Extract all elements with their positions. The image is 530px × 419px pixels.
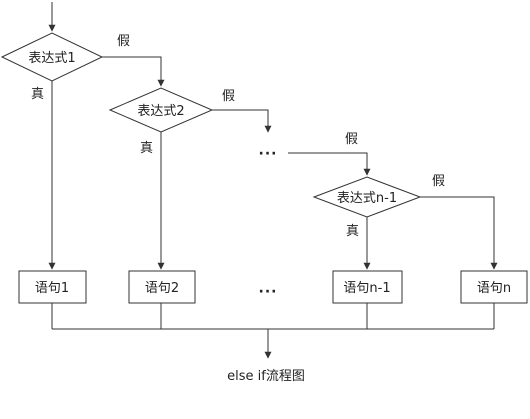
edge-label-true2: 真 bbox=[140, 141, 153, 156]
edge-label-falsen1: 假 bbox=[432, 174, 445, 189]
edge-continue bbox=[288, 152, 371, 176]
ellipsis-mid: ··· bbox=[259, 284, 278, 300]
diagram-caption: else if流程图 bbox=[227, 369, 305, 384]
stmt2-box bbox=[128, 270, 196, 304]
edge-label-false2: 假 bbox=[222, 89, 235, 104]
edge-label-false1: 假 bbox=[117, 34, 130, 49]
edge-false2 bbox=[212, 109, 272, 133]
stmt1-label: 语句1 bbox=[35, 281, 69, 296]
ellipsis-top: ··· bbox=[259, 146, 278, 162]
expr1-label: 表达式1 bbox=[28, 51, 75, 66]
stmt2-label: 语句2 bbox=[145, 281, 179, 296]
stmt1-box bbox=[18, 270, 87, 304]
exprn1-label: 表达式n-1 bbox=[337, 191, 397, 206]
edge-false1 bbox=[102, 56, 165, 87]
stmtn-label: 语句n bbox=[477, 281, 511, 296]
stmtn-box bbox=[460, 270, 528, 304]
edge-label-falsen1-top: 假 bbox=[345, 132, 358, 147]
edge-falsen1 bbox=[420, 196, 498, 270]
expr2-label: 表达式2 bbox=[137, 104, 184, 119]
edge-label-truen1: 真 bbox=[346, 224, 359, 239]
stmtn1-label: 语句n-1 bbox=[343, 281, 390, 296]
edge-label-true1: 真 bbox=[31, 87, 44, 102]
